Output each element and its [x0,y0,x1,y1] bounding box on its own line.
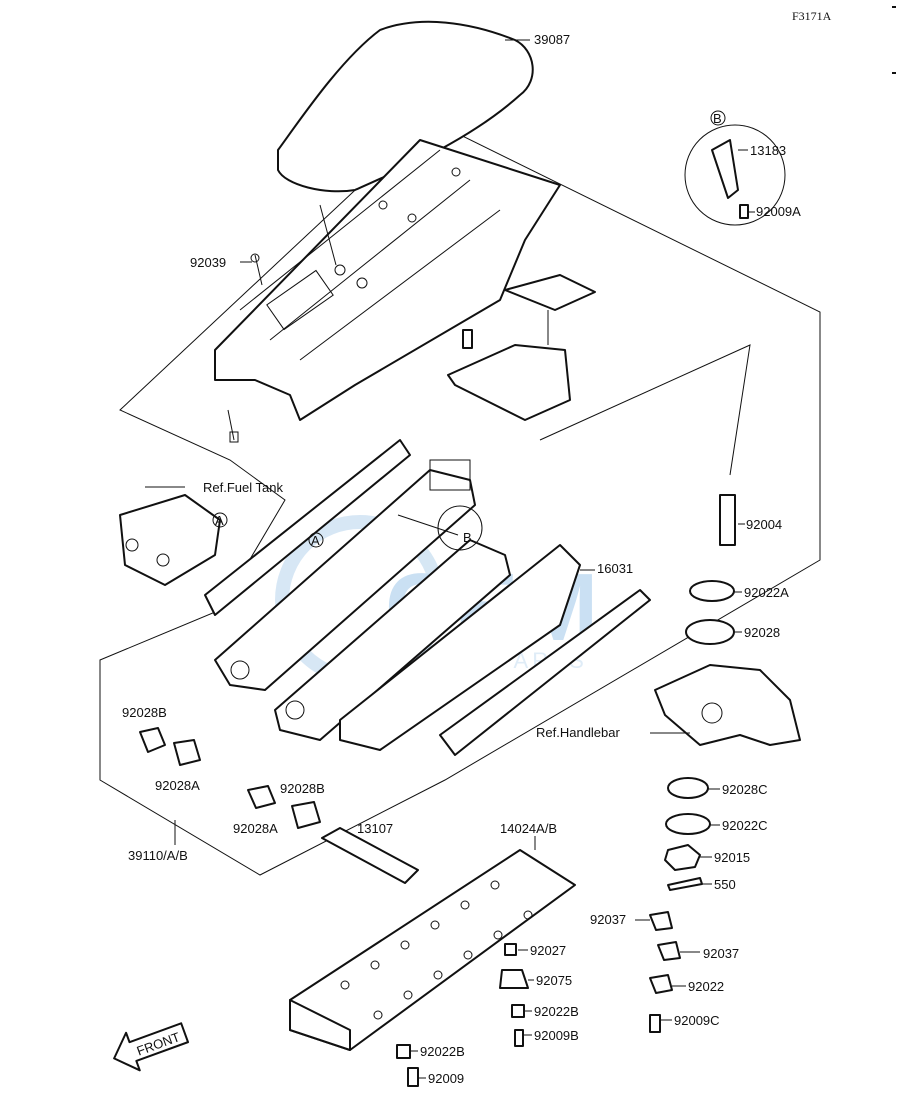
ref-marker-b [710,110,726,126]
clamp-92037b [657,941,681,961]
bushing-92028b-mid [247,785,276,809]
mount-92075 [499,969,529,989]
callout-92022a: 92022A [744,585,789,600]
callout-92027: 92027 [530,943,566,958]
bracket-13183 [711,139,739,199]
bushing-92028b-left [139,727,166,753]
ref-marker-a-frame-label: A [311,533,320,548]
callout-92037-b: 92037 [703,946,739,961]
callout-92028a-left: 92028A [155,778,200,793]
seat-pad-39087 [277,20,534,193]
callout-92028: 92028 [744,625,780,640]
frame-rail-16031 [339,544,581,751]
washer-92022a [689,580,735,602]
pin-13107 [321,827,419,884]
callout-550: 550 [714,877,736,892]
callout-92009a: 92009A [756,204,801,219]
callout-92009: 92009 [428,1071,464,1086]
plate-holes [340,880,533,1020]
callout-92028c: 92028C [722,782,768,797]
callout-92039: 92039 [190,255,226,270]
seal-92028 [685,619,735,645]
callout-14024: 14024A/B [500,821,557,836]
leader-line [319,204,337,266]
callout-92004: 92004 [746,517,782,532]
ref-marker-a-label: A [215,513,224,528]
assembly-outline [99,119,821,876]
corner-mark [892,72,896,74]
plate-14024-lip [289,999,351,1051]
callout-92022b-a: 92022B [534,1004,579,1019]
nut-92022b [511,1004,525,1018]
stud-92004 [719,494,736,546]
nut-92022b-lower [396,1044,411,1059]
callout-16031: 16031 [597,561,633,576]
rivet [227,409,239,443]
detail-circle-b [684,124,786,226]
callout-ref-handlebar: Ref.Handlebar [536,725,620,740]
steering-plate [654,664,801,746]
callout-92028a-mid: 92028A [233,821,278,836]
frame-chassis-39110 [204,439,511,741]
bolt-92009 [407,1067,419,1087]
bushing-92028a-mid [291,801,321,829]
corner-mark [892,6,896,8]
callout-92009b: 92009B [534,1028,579,1043]
bushing-92028a-left [173,739,201,766]
callout-92015: 92015 [714,850,750,865]
ref-marker-a-frame [308,532,324,548]
bolt-92009a [739,204,749,219]
callout-92022: 92022 [688,979,724,994]
callout-92022b-b: 92022B [420,1044,465,1059]
diagram-code: F3171A [792,9,832,23]
callout-ref-fuel-tank: Ref.Fuel Tank [203,480,283,495]
bushing-92028c [667,777,709,799]
clamp-92037a [649,911,673,931]
callout-92028b-mid: 92028B [280,781,325,796]
callout-39087: 39087 [534,32,570,47]
callout-92022c: 92022C [722,818,768,833]
callout-13183: 13183 [750,143,786,158]
trim-strip [439,589,651,756]
latch-bracket [447,344,571,421]
rivet-92039 [250,253,263,286]
callout-92075: 92075 [536,973,572,988]
bolt-92009c [649,1014,661,1033]
cotter-pin-550 [667,877,703,891]
callout-92028b-left: 92028B [122,705,167,720]
callout-92037-a: 92037 [590,912,626,927]
detail-circle-b-frame [437,505,483,551]
seat-base [214,139,561,421]
callout-92009c: 92009C [674,1013,720,1028]
fuel-tank-bracket [119,494,221,586]
bolt-92009b [514,1029,524,1047]
leader-line [539,344,751,476]
ref-marker-b-frame-label: B [463,530,472,545]
latch-pad [504,274,596,311]
callout-39110: 39110/A/B [128,848,188,863]
washer-92022c [665,813,711,835]
clip-92022 [649,974,673,994]
nut-92015 [664,844,701,871]
bolt [462,329,473,349]
ref-marker-b-label: B [713,111,722,126]
nut-92027 [504,943,517,956]
front-arrow: FRONT [113,1022,190,1072]
callout-13107: 13107 [357,821,393,836]
ref-marker-a [212,512,228,528]
